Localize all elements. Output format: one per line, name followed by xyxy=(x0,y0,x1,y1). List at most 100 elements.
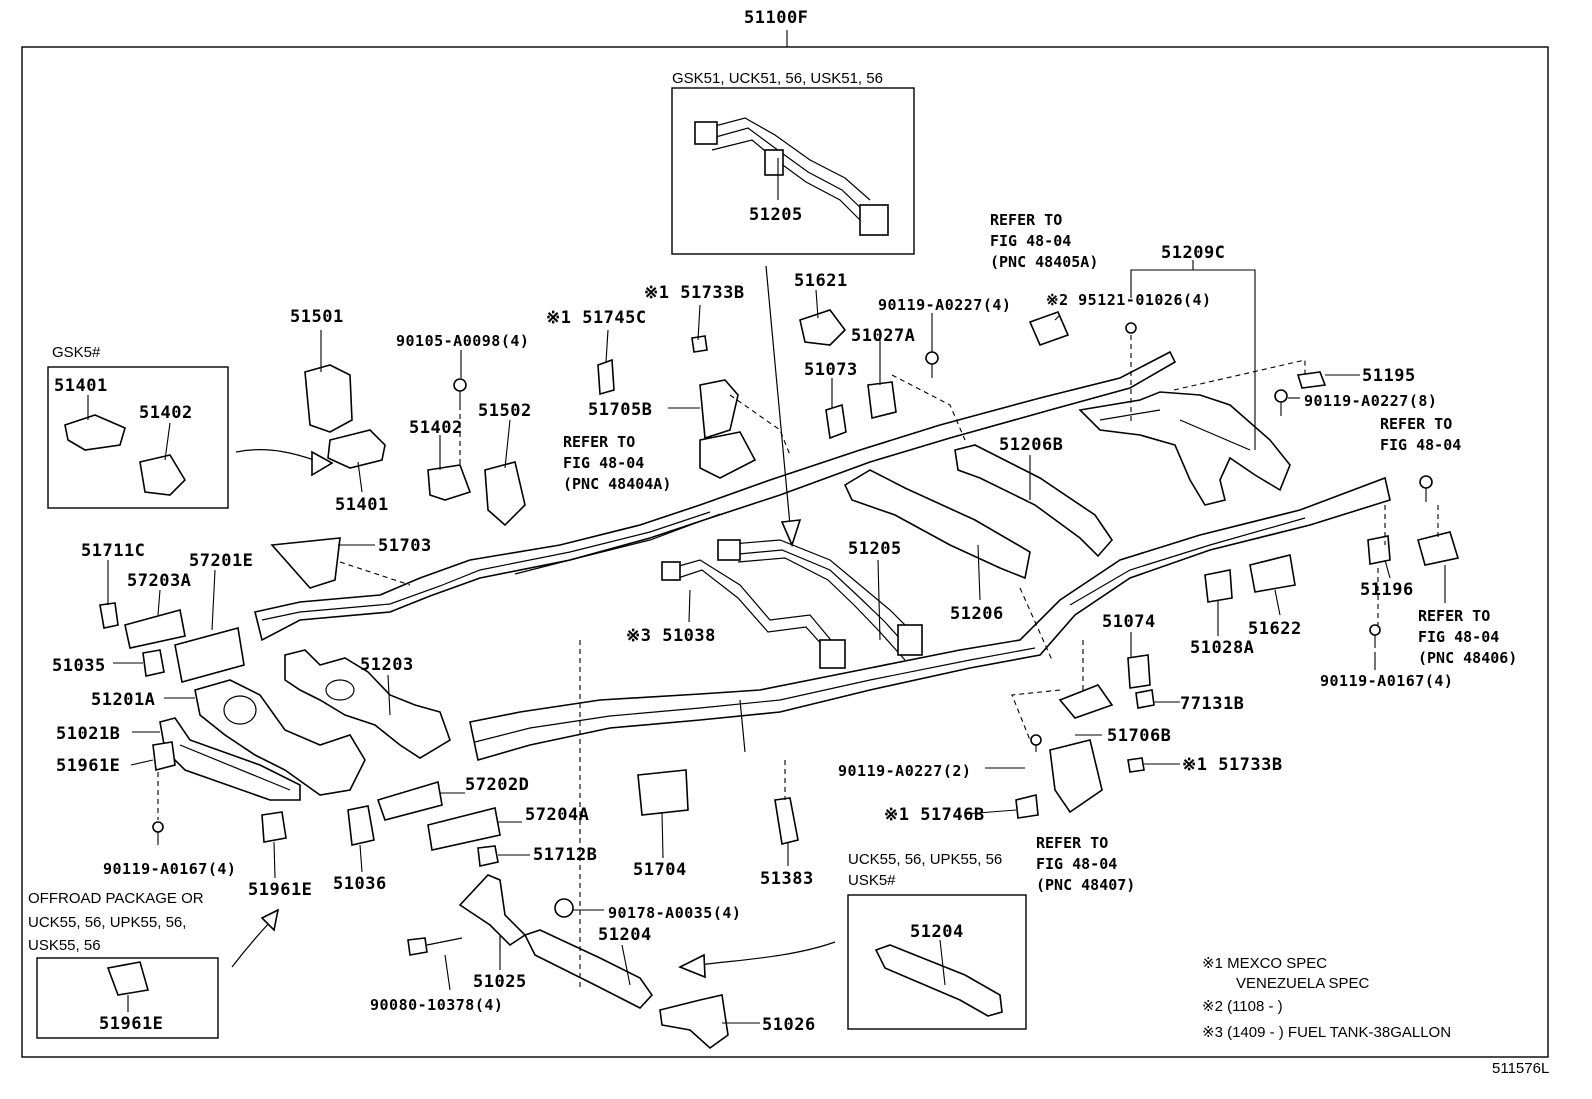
box-title: GSK5# xyxy=(52,344,101,361)
frame-rail-left xyxy=(254,350,1177,642)
bracket-77131B xyxy=(1135,689,1155,709)
part-label: 51402 xyxy=(409,418,463,438)
part-label: 90119-A0167(4) xyxy=(103,860,237,878)
bracket-51195 xyxy=(1296,371,1327,389)
bracket-51028A xyxy=(1204,569,1233,603)
bracket-57204A xyxy=(427,807,501,851)
box-title: OFFROAD PACKAGE OR xyxy=(28,890,204,907)
refer-to-note: REFER TO FIG 48-04 xyxy=(1380,415,1462,454)
bracket-51196 xyxy=(1367,535,1391,565)
figure-code: 511576L xyxy=(1492,1060,1550,1077)
bracket-51961E-c xyxy=(106,961,150,996)
dashed-guides xyxy=(157,335,1439,990)
bracket-51402 xyxy=(427,464,472,501)
crossmember-51201A xyxy=(194,679,366,796)
box-title: USK5# xyxy=(848,872,896,889)
bracket-51402-gsk xyxy=(139,454,187,496)
bracket-51961E-b xyxy=(261,811,287,843)
part-label: 51026 xyxy=(762,1015,816,1035)
bracket-51621 xyxy=(799,309,847,346)
part-label: 51402 xyxy=(139,403,193,423)
crossmember-51205-top xyxy=(694,117,889,236)
frame-rail-right xyxy=(469,476,1391,762)
part-label: 51706B xyxy=(1107,726,1172,746)
part-label: 51961E xyxy=(56,756,121,776)
part-label: 51209C xyxy=(1161,243,1226,263)
arrow-offroad xyxy=(231,921,271,968)
part-label: 51027A xyxy=(851,326,916,346)
crossmember-51203 xyxy=(284,649,451,759)
part-label: 51035 xyxy=(52,656,106,676)
mount-48404A xyxy=(699,431,757,479)
part-label: 57201E xyxy=(189,551,254,571)
part-label: 51203 xyxy=(360,655,414,675)
part-label: 90080-10378(4) xyxy=(370,996,504,1014)
part-label: 51021B xyxy=(56,724,121,744)
part-label: 51074 xyxy=(1102,612,1156,632)
part-label: 51502 xyxy=(478,401,532,421)
plate-51704 xyxy=(637,769,689,816)
bracket-51705B xyxy=(699,379,739,440)
part-label: 51703 xyxy=(378,536,432,556)
part-label: 51704 xyxy=(633,860,687,880)
part-label: 51201A xyxy=(91,690,156,710)
footnote: ※2 (1108 - ) xyxy=(1202,998,1283,1015)
part-label: 57204A xyxy=(525,805,590,825)
part-label: ※1 51733B xyxy=(1182,755,1283,775)
part-label: ※1 51733B xyxy=(644,283,745,303)
box-title: USK55, 56 xyxy=(28,937,101,954)
part-label: 51961E xyxy=(99,1014,164,1034)
part-label: 51206 xyxy=(950,604,1004,624)
box-gsk51 xyxy=(671,87,915,255)
arrow-51205 xyxy=(765,265,791,526)
outer-frame xyxy=(21,46,1549,1058)
bracket-51961E xyxy=(152,741,176,772)
crossmember-51206B xyxy=(954,444,1114,558)
bracket-51401 xyxy=(327,429,386,469)
part-label: 51025 xyxy=(473,972,527,992)
part-label: 90178-A0035(4) xyxy=(608,904,742,922)
part-label: 51205 xyxy=(848,539,902,559)
bracket-51036 xyxy=(347,805,375,846)
bracket-51711C xyxy=(99,602,119,629)
bracket-51706B xyxy=(1058,684,1114,719)
bracket-51712B xyxy=(477,845,499,867)
part-label: 51621 xyxy=(794,271,848,291)
part-label: 51501 xyxy=(290,307,344,327)
part-label: 51206B xyxy=(999,435,1064,455)
footnote: ※1 MEXCO SPEC xyxy=(1202,955,1328,972)
box-title: UCK55, 56, UPK55, 56, xyxy=(28,914,187,931)
clip-51733B-top xyxy=(691,335,708,353)
crossmember-51209C xyxy=(1078,391,1291,506)
part-label: 51622 xyxy=(1248,619,1302,639)
mount-48406 xyxy=(1417,531,1460,566)
bracket-57203A xyxy=(124,609,186,649)
part-label: 77131B xyxy=(1180,694,1245,714)
nut-90178 xyxy=(554,898,574,918)
bracket-51502 xyxy=(484,461,526,527)
part-label: 51712B xyxy=(533,845,598,865)
part-label: ※1 51746B xyxy=(884,805,985,825)
mount-48405A xyxy=(1028,310,1070,347)
bracket-51026 xyxy=(659,994,729,1050)
part-label: 51204 xyxy=(910,922,964,942)
part-label: 90119-A0227(2) xyxy=(838,762,972,780)
part-label: 51028A xyxy=(1190,638,1255,658)
refer-to-note: REFER TO FIG 48-04 (PNC 48407) xyxy=(1036,834,1136,894)
crossmember-51205-mid xyxy=(717,539,923,661)
bolts xyxy=(152,322,1433,845)
bracket-57201E xyxy=(174,626,245,684)
bolt-90080 xyxy=(407,937,428,956)
box-gsk5 xyxy=(47,366,229,509)
bracket-51703 xyxy=(270,537,341,589)
crossmember-51206 xyxy=(843,469,1031,580)
refer-to-note: REFER TO FIG 48-04 (PNC 48405A) xyxy=(990,211,1099,271)
part-label: ※2 95121-01026(4) xyxy=(1046,291,1212,309)
refer-to-note: REFER TO FIG 48-04 (PNC 48404A) xyxy=(563,433,672,493)
footnote: VENEZUELA SPEC xyxy=(1236,975,1370,992)
part-label: 51196 xyxy=(1360,580,1414,600)
part-label: 51401 xyxy=(54,376,108,396)
top-label: 51100F xyxy=(744,8,809,28)
